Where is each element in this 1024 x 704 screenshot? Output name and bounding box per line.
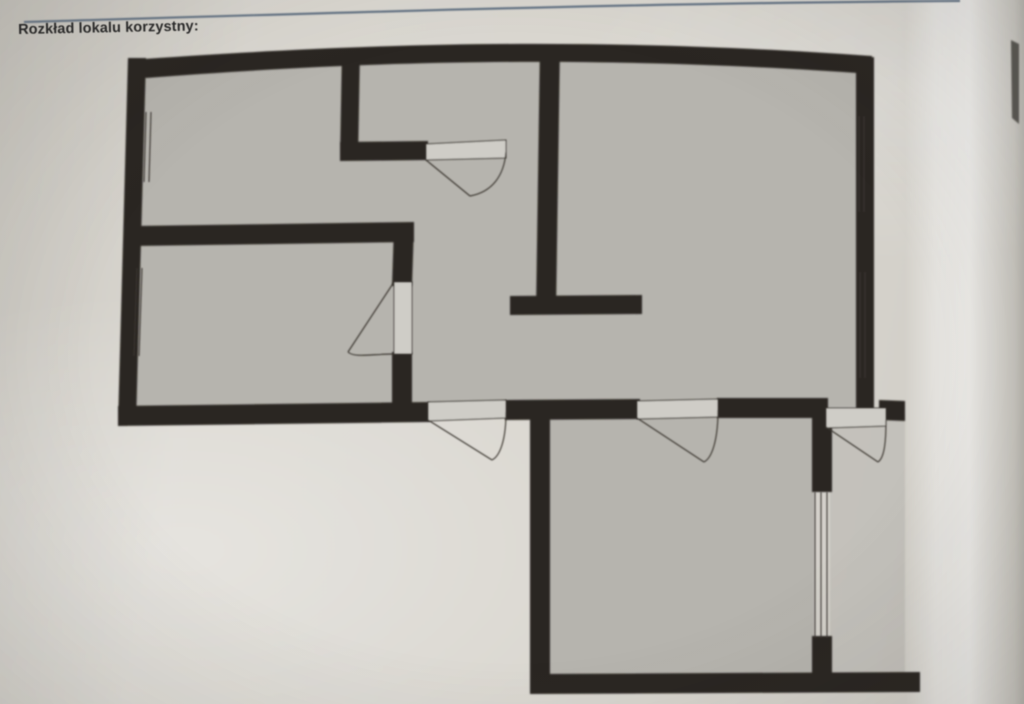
header-rule-line [23,0,961,24]
bottom-exterior-wall [530,672,920,694]
facing-page-edge [1011,40,1019,124]
stub-wall-central [510,295,642,315]
room-fill-right-strip [830,414,905,678]
partition-vertical-central [536,44,560,312]
room-fill-bottom-right [548,414,814,678]
partition-vertical-mid-left [392,226,414,286]
bottom-right-room-left-wall [530,414,550,690]
lower-exterior-wall-mid [505,399,640,420]
partition-horizontal-small-room [340,141,428,161]
window-bottom-right-room [814,492,828,638]
partition-horizontal-mid-left [134,222,414,246]
lower-exterior-wall-right [717,398,828,418]
lower-exterior-wall-left [118,402,430,426]
door-hall-left [427,399,507,461]
partition-vertical-mid-left-lower [392,352,412,416]
